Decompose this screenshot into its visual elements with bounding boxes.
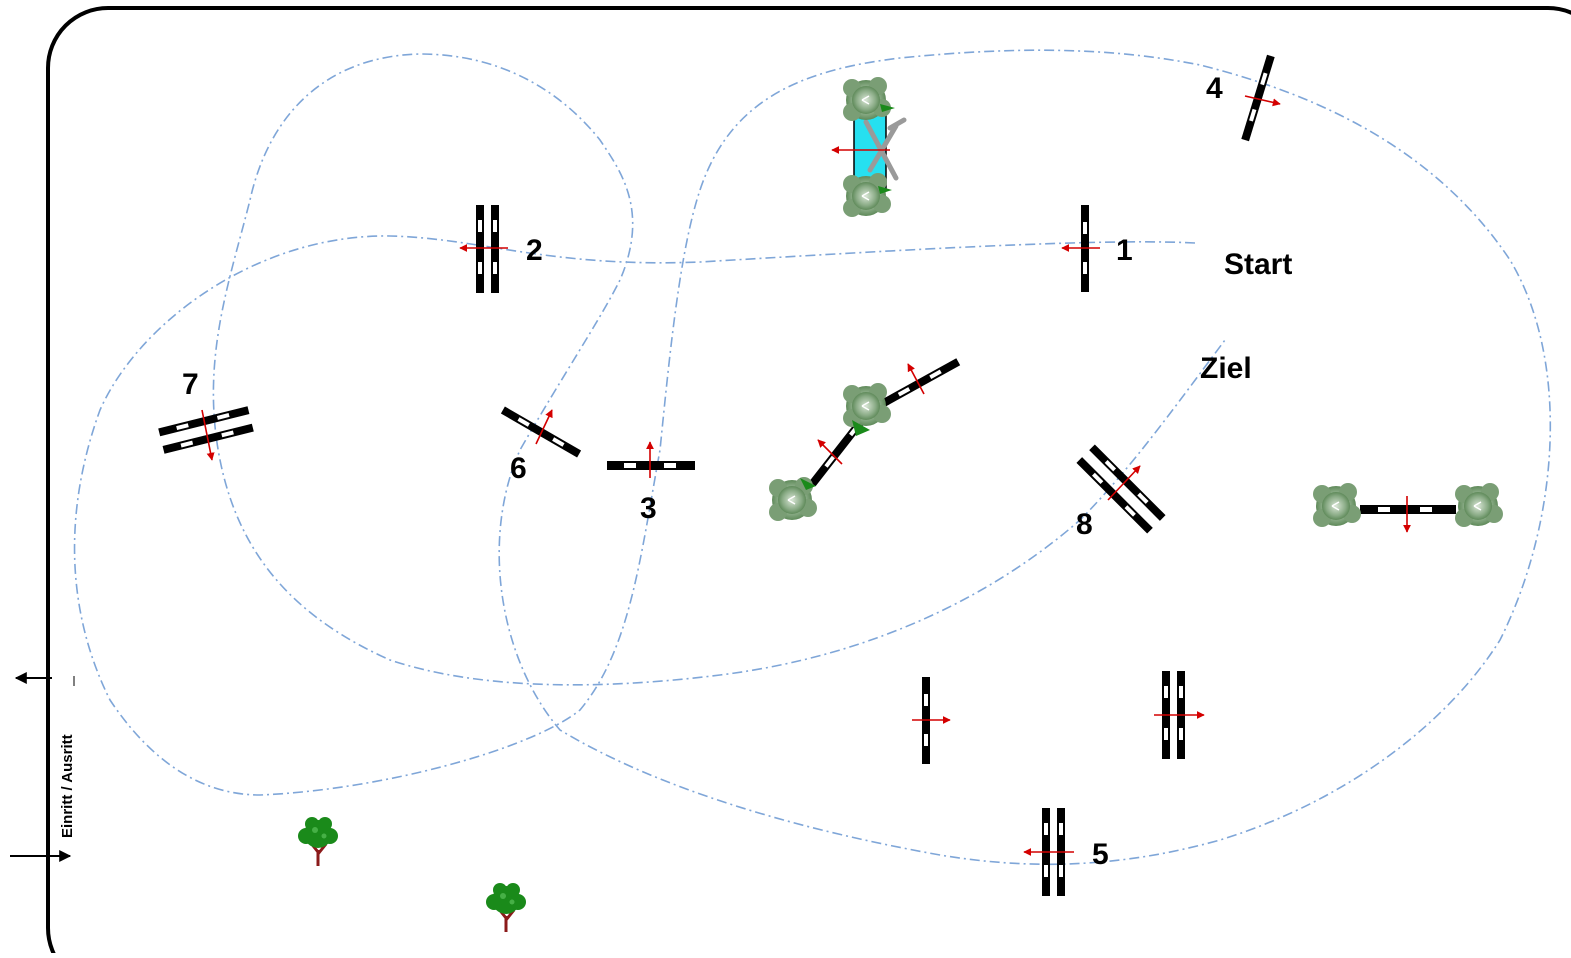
start-label: Start (1224, 248, 1292, 281)
obstacle-1-number: 1 (1116, 234, 1133, 267)
obstacle-1: 1 (1061, 205, 1133, 292)
oxer-fence-lower (1154, 671, 1205, 759)
route-path (73, 49, 1552, 866)
obstacle-2: 2 (459, 205, 543, 293)
water-jump (831, 76, 907, 218)
tree-2 (484, 881, 528, 934)
obstacle-8 (1076, 444, 1166, 534)
obstacle-4-number: 4 (1206, 72, 1223, 105)
finish-label: Ziel (1200, 352, 1252, 385)
obstacle-3: 3 (607, 441, 695, 525)
entrance-label: Einritt / Ausritt (59, 734, 76, 838)
obstacle-7-number: 7 (182, 368, 199, 401)
arena-border (46, 6, 1571, 958)
route-line (73, 49, 1552, 866)
obstacle-3-number: 3 (640, 492, 657, 525)
tree-1 (296, 815, 340, 868)
obstacle-6-number: 6 (510, 452, 527, 485)
diagonal-combination (768, 358, 961, 522)
obstacle-4 (1241, 54, 1275, 142)
vertical-fence-lower (912, 677, 951, 764)
obstacle-5-number: 5 (1092, 838, 1109, 871)
bush-fence-right (1312, 482, 1504, 533)
entrance-gate: Einritt / Ausritt (10, 672, 76, 862)
obstacle-2-number: 2 (526, 234, 543, 267)
obstacle-5: 5 (1023, 808, 1109, 896)
obstacle-8-number: 8 (1076, 508, 1093, 541)
